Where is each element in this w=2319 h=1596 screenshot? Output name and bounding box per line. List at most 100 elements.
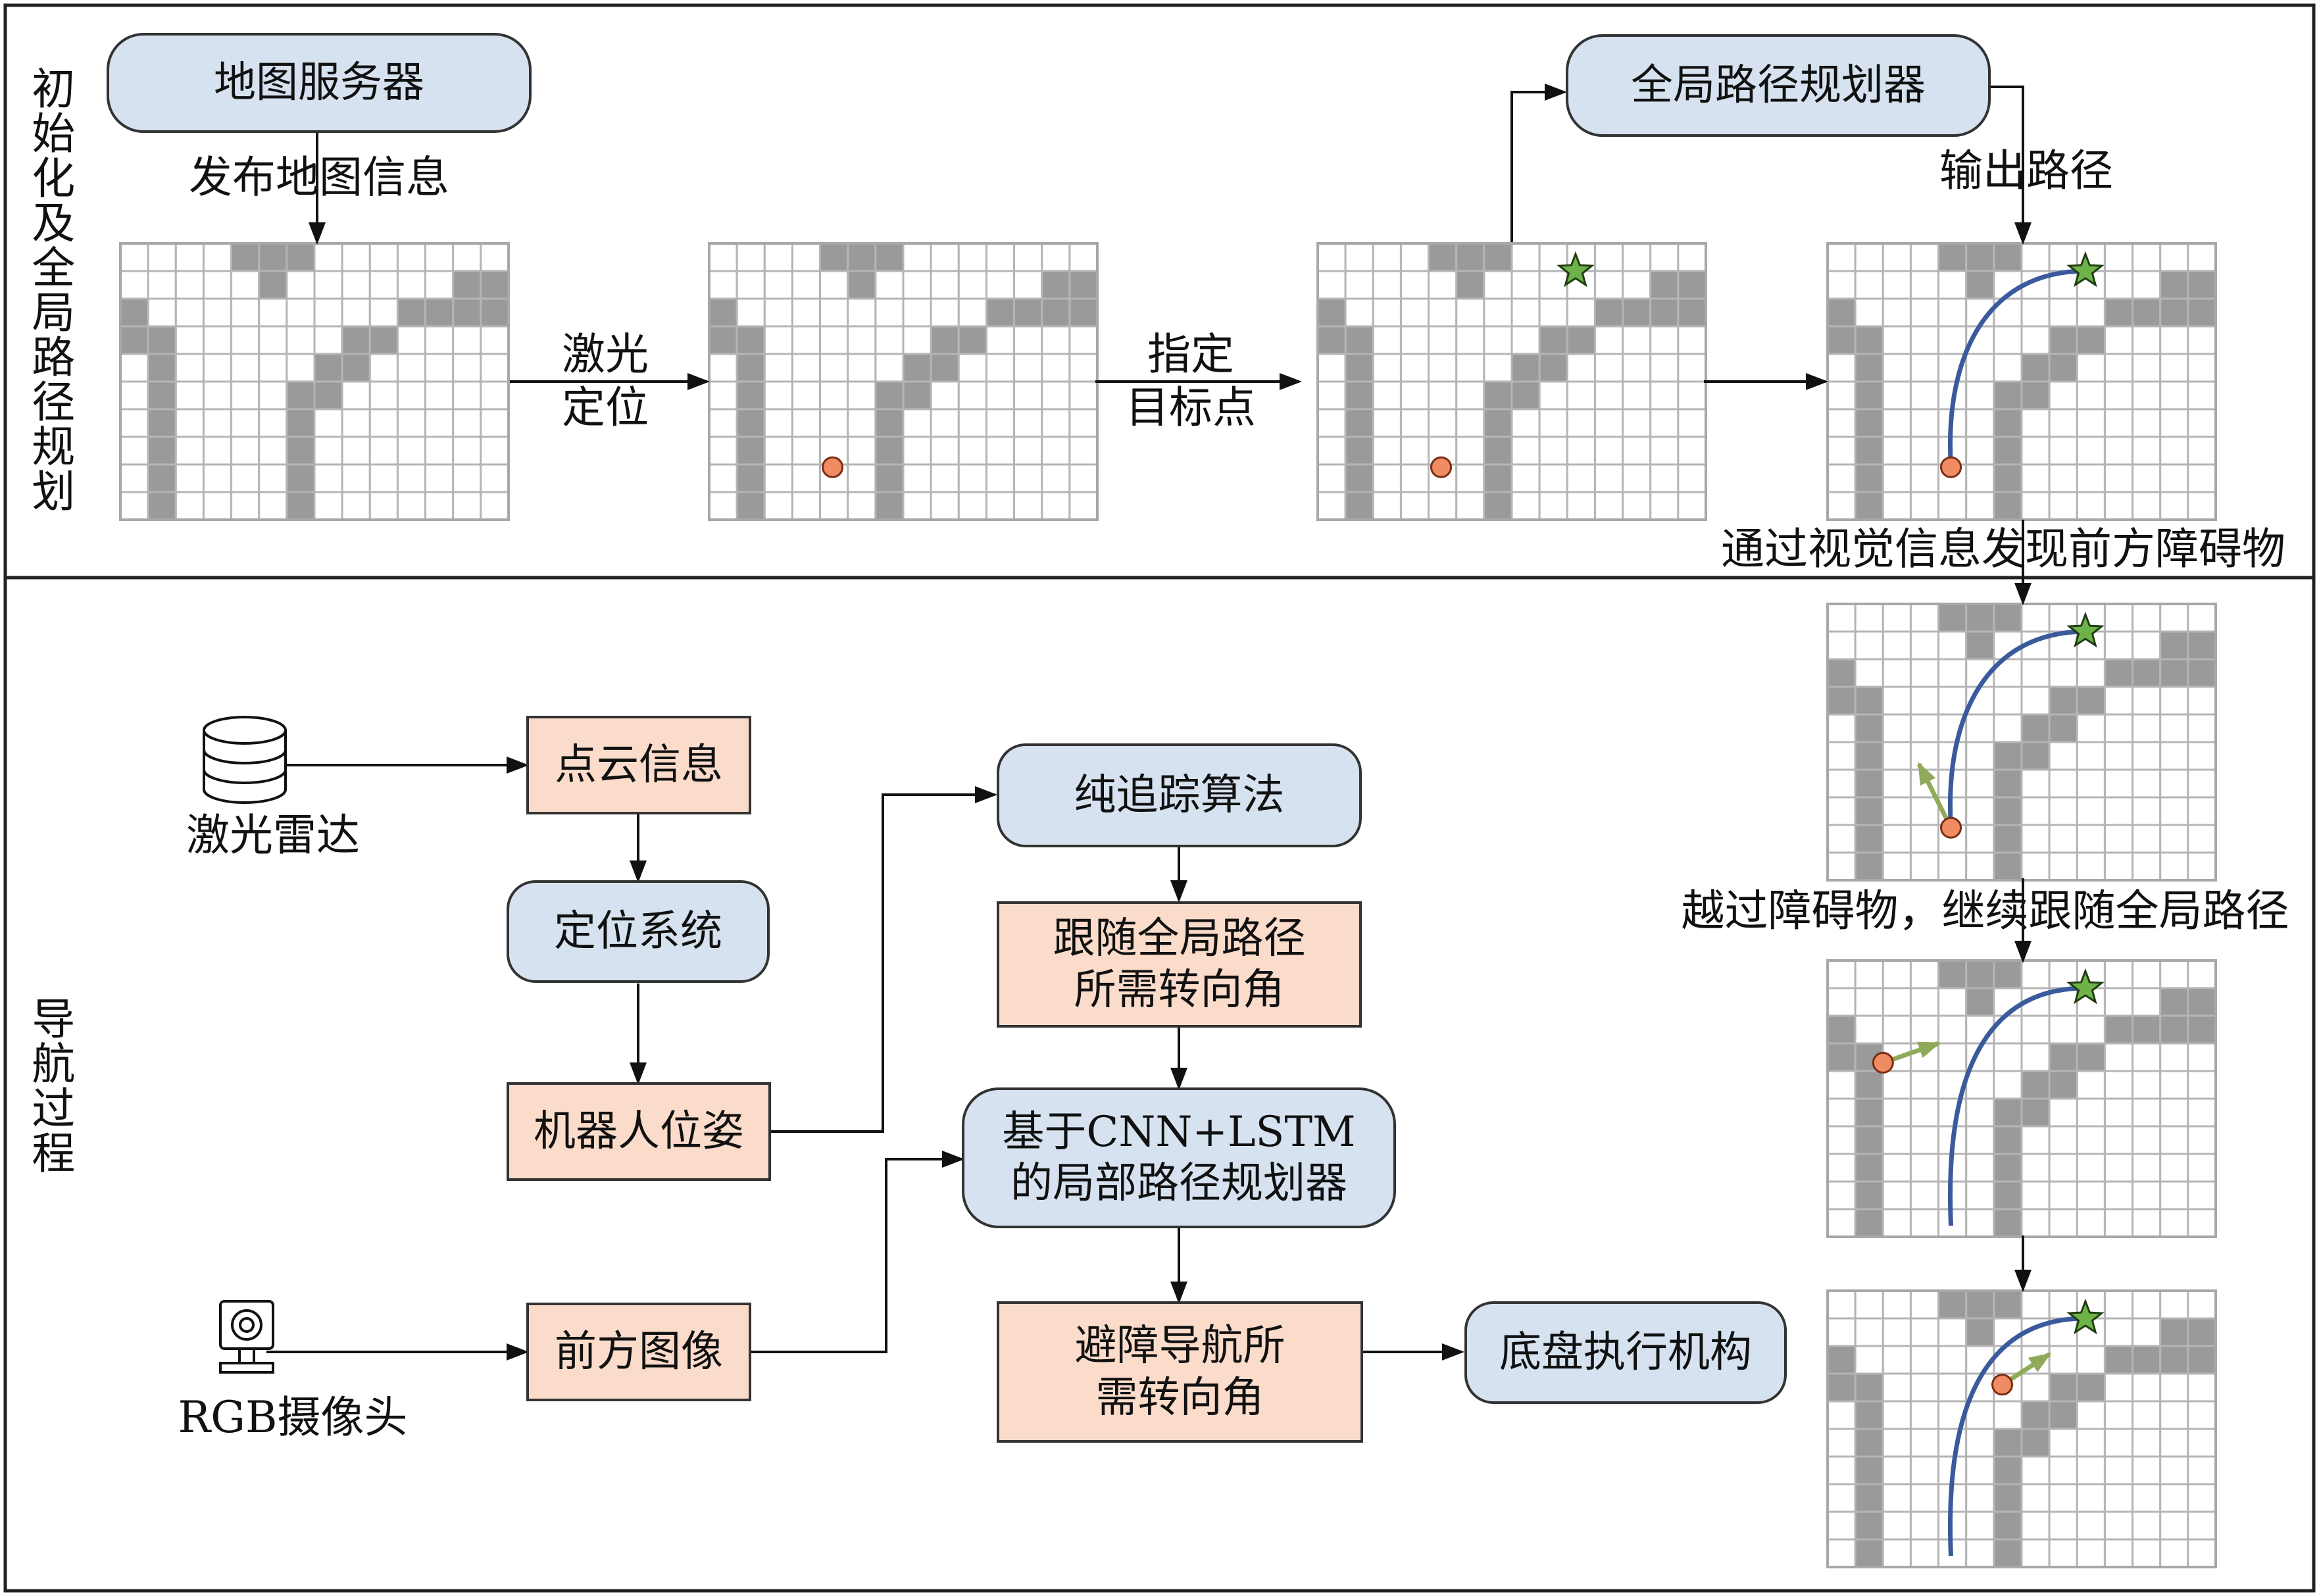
free-cell [791, 270, 822, 300]
free-cell [1826, 741, 1857, 771]
goal-star-icon [2066, 1298, 2105, 1335]
free-cell [1937, 987, 1968, 1017]
free-cell [2103, 1153, 2134, 1183]
free-cell [341, 491, 371, 521]
free-cell [1041, 436, 1071, 466]
free-cell [819, 491, 849, 521]
free-cell [2132, 408, 2162, 438]
obstacle-cell [2020, 1428, 2051, 1458]
free-cell [2103, 242, 2134, 272]
obstacle-cell [1993, 741, 2023, 771]
obstacle-cell [119, 297, 149, 328]
free-cell [2187, 325, 2217, 355]
free-cell [1965, 1153, 1995, 1183]
obstacle-cell [2159, 1345, 2189, 1375]
free-cell [2020, 1372, 2051, 1403]
free-cell [1538, 436, 1568, 466]
free-cell [452, 380, 482, 411]
free-cell [2159, 1153, 2189, 1183]
free-cell [2048, 408, 2078, 438]
free-cell [1909, 1538, 1940, 1568]
obstacle-cell [1428, 242, 1458, 272]
free-cell [763, 463, 793, 493]
free-cell [2020, 325, 2051, 355]
robot-marker-icon [1430, 456, 1453, 478]
free-cell [341, 242, 371, 272]
free-cell [1882, 987, 1912, 1017]
free-cell [174, 297, 205, 328]
obstacle-cell [1344, 463, 1374, 493]
free-cell [1372, 463, 1402, 493]
free-cell [2103, 987, 2134, 1017]
free-cell [313, 491, 343, 521]
free-cell [1566, 463, 1596, 493]
free-cell [396, 491, 427, 521]
obstacle-cell [147, 380, 177, 411]
free-cell [2187, 463, 2217, 493]
free-cell [2187, 1153, 2217, 1183]
free-cell [2076, 713, 2106, 743]
free-cell [1909, 1317, 1940, 1347]
free-cell [1826, 1180, 1857, 1210]
free-cell [1510, 270, 1541, 300]
free-cell [763, 297, 793, 328]
free-cell [985, 463, 1016, 493]
free-cell [1965, 380, 1995, 411]
free-cell [1566, 408, 1596, 438]
free-cell [874, 270, 905, 300]
obstacle-cell [1068, 270, 1099, 300]
grid-map-rejoining [1826, 1289, 2217, 1568]
free-cell [258, 463, 288, 493]
free-cell [2159, 1455, 2189, 1485]
free-cell [2103, 463, 2134, 493]
free-cell [1937, 686, 1968, 716]
free-cell [1372, 242, 1402, 272]
obstacle-cell [736, 408, 766, 438]
obstacle-cell [1993, 491, 2023, 521]
obstacle-cell [1854, 1483, 1884, 1513]
obstacle-cell [1826, 297, 1857, 328]
free-cell [1428, 325, 1458, 355]
obstacle-cell [396, 297, 427, 328]
section-title-init: 初始化及全局路径规划 [24, 66, 76, 513]
free-cell [1826, 1289, 1857, 1320]
set-goal-label: 指定 目标点 [1126, 329, 1256, 433]
free-cell [368, 408, 399, 438]
free-cell [2187, 686, 2217, 716]
free-cell [1826, 987, 1857, 1017]
free-cell [1854, 1289, 1884, 1320]
free-cell [2187, 1097, 2217, 1128]
free-cell [2048, 1125, 2078, 1155]
obstacle-cell [452, 270, 482, 300]
obstacle-cell [1993, 1483, 2023, 1513]
free-cell [202, 380, 233, 411]
free-cell [1909, 297, 1940, 328]
free-cell [2132, 1180, 2162, 1210]
free-cell [2103, 713, 2134, 743]
free-cell [957, 380, 987, 411]
free-cell [1455, 380, 1485, 411]
goal-star-icon [2066, 251, 2105, 287]
free-cell [957, 270, 987, 300]
obstacle-cell [736, 353, 766, 383]
free-cell [1826, 491, 1857, 521]
free-cell [1909, 1014, 1940, 1045]
free-cell [1826, 1400, 1857, 1430]
publish-map-label: 发布地图信息 [189, 151, 449, 203]
free-cell [1041, 491, 1071, 521]
free-cell [2132, 1070, 2162, 1100]
grid-map-avoiding [1826, 959, 2217, 1238]
obstacle-cell [286, 463, 316, 493]
free-cell [1826, 1097, 1857, 1128]
free-cell [2020, 463, 2051, 493]
free-cell [2132, 1372, 2162, 1403]
free-cell [2132, 380, 2162, 411]
obstacle-cell [2103, 1345, 2134, 1375]
free-cell [957, 463, 987, 493]
free-cell [1593, 270, 1624, 300]
free-cell [1909, 325, 1940, 355]
free-cell [1826, 1125, 1857, 1155]
free-cell [2159, 1125, 2189, 1155]
free-cell [1593, 463, 1624, 493]
free-cell [368, 270, 399, 300]
